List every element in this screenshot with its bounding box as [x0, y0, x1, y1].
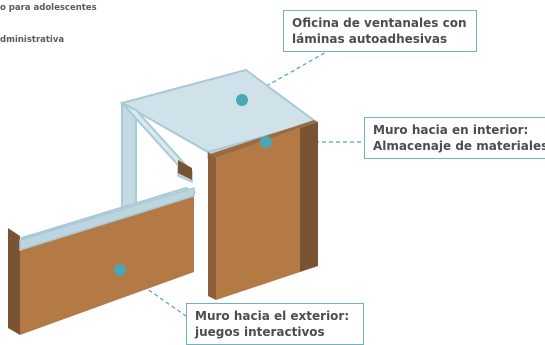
callout-outer-line1: Muro hacia el exterior: — [195, 309, 350, 323]
callout-office-line2: láminas autoadhesivas — [292, 32, 448, 46]
callout-outer-wall: Muro hacia el exterior: juegos interacti… — [186, 303, 364, 345]
gap-post — [178, 160, 192, 180]
outer-wall-front — [20, 192, 194, 335]
outer-wall-glass-edge — [19, 186, 195, 252]
callout-inner-wall: Muro hacia en interior: Almacenaje de ma… — [364, 117, 545, 159]
inner-wall-end — [208, 152, 216, 300]
callout-office: Oficina de ventanales con láminas autoad… — [283, 10, 477, 52]
callout-inner-line2: Almacenaje de materiales — [373, 139, 545, 153]
inner-wall-front — [216, 128, 300, 300]
top-note-1: o para adolescentes — [0, 3, 97, 13]
marker-outer — [114, 264, 126, 276]
callout-outer-line2: juegos interactivos — [195, 325, 325, 339]
callout-inner-line1: Muro hacia en interior: — [373, 123, 529, 137]
inner-wall-side — [300, 122, 318, 272]
outer-wall-end — [8, 228, 20, 335]
marker-inner — [260, 136, 272, 148]
top-note-2: dministrativa — [0, 35, 65, 45]
marker-office — [236, 94, 248, 106]
callout-office-line1: Oficina de ventanales con — [292, 16, 467, 30]
